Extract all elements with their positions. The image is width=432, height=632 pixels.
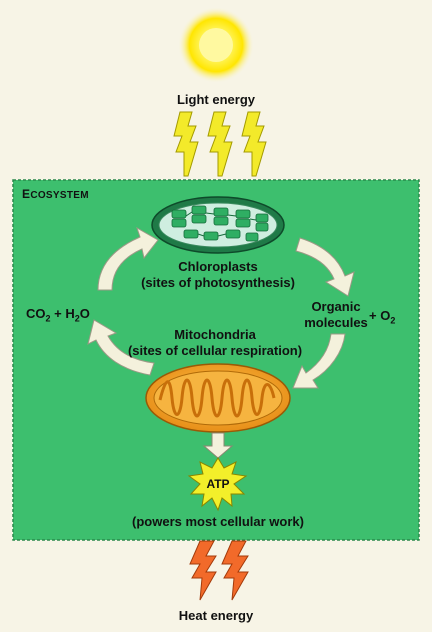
mitochondrion-icon bbox=[145, 363, 291, 433]
mitochondria-label: Mitochondria (sites of cellular respirat… bbox=[90, 327, 340, 358]
heat-energy-bolts bbox=[189, 540, 249, 601]
arrow-to-mitochondria bbox=[292, 333, 346, 389]
light-bolt-icon bbox=[241, 111, 267, 177]
light-bolt-icon bbox=[173, 111, 199, 177]
sun-icon bbox=[178, 7, 254, 83]
arrow-to-co2 bbox=[87, 319, 155, 376]
arrow-to-chloroplast bbox=[97, 226, 159, 291]
chloroplasts-subtitle: (sites of photosynthesis) bbox=[141, 274, 295, 290]
ecosystem-label: ECOSYSTEM bbox=[22, 187, 89, 201]
atp-label: ATP bbox=[206, 477, 230, 491]
chloroplast-icon bbox=[151, 196, 285, 254]
o2-label: + O2 bbox=[369, 308, 396, 326]
light-energy-bolts bbox=[173, 111, 267, 177]
heat-energy-label: Heat energy bbox=[178, 608, 254, 623]
mitochondria-subtitle: (sites of cellular respiration) bbox=[127, 342, 303, 358]
heat-bolt-icon bbox=[189, 540, 217, 601]
organic-molecules-label: Organic molecules bbox=[304, 299, 368, 330]
powers-cellular-work-label: (powers most cellular work) bbox=[132, 514, 304, 529]
light-energy-label: Light energy bbox=[176, 92, 255, 107]
heat-bolt-icon bbox=[221, 540, 249, 601]
arrow-to-organic bbox=[295, 237, 355, 297]
chloroplasts-label: Chloroplasts (sites of photosynthesis) bbox=[118, 259, 318, 290]
mitochondria-title: Mitochondria bbox=[174, 327, 256, 342]
cycle-arrows bbox=[87, 226, 355, 389]
atp-starburst-icon bbox=[187, 457, 248, 512]
arrow-to-atp bbox=[202, 432, 234, 459]
chloroplasts-title: Chloroplasts bbox=[178, 259, 258, 274]
co2-h2o-label: CO2 + H2O bbox=[26, 306, 90, 324]
light-bolt-icon bbox=[207, 111, 233, 177]
